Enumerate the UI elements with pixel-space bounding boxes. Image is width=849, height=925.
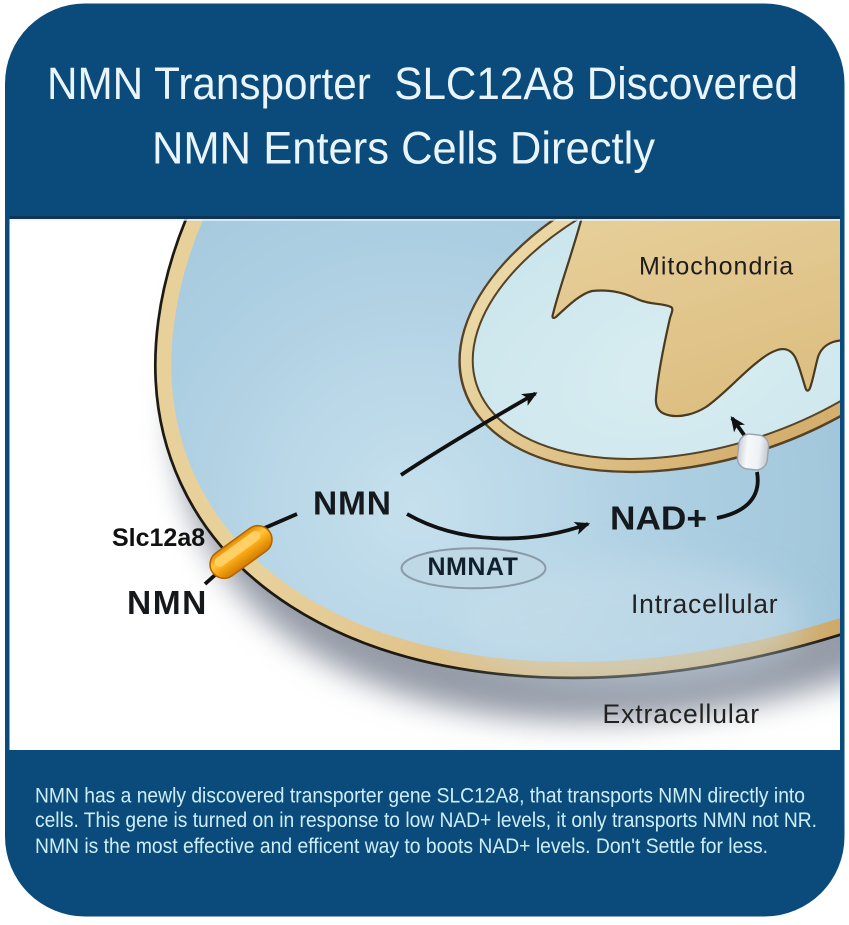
- svg-text:Intracellular: Intracellular: [631, 589, 778, 619]
- svg-text:NMN: NMN: [313, 486, 392, 523]
- svg-text:cells. This gene is turned on: cells. This gene is turned on in respons…: [35, 808, 817, 832]
- svg-text:NMN is the most effective and: NMN is the most effective and efficent w…: [35, 834, 768, 858]
- svg-text:NMN has a newly discovered tra: NMN has a newly discovered transporter g…: [35, 784, 805, 808]
- svg-text:NMN: NMN: [127, 585, 208, 622]
- svg-text:NMNAT: NMNAT: [428, 553, 519, 581]
- svg-text:NMN Transporter SLC12A8 Disco: NMN Transporter SLC12A8 Discovered: [47, 58, 798, 109]
- svg-text:Mitochondria: Mitochondria: [639, 253, 794, 281]
- svg-text:NAD+: NAD+: [610, 501, 707, 538]
- svg-text:Slc12a8: Slc12a8: [112, 524, 205, 552]
- svg-text:Extracellular: Extracellular: [603, 699, 761, 729]
- svg-text:NMN Enters Cells Directly: NMN Enters Cells Directly: [152, 123, 655, 174]
